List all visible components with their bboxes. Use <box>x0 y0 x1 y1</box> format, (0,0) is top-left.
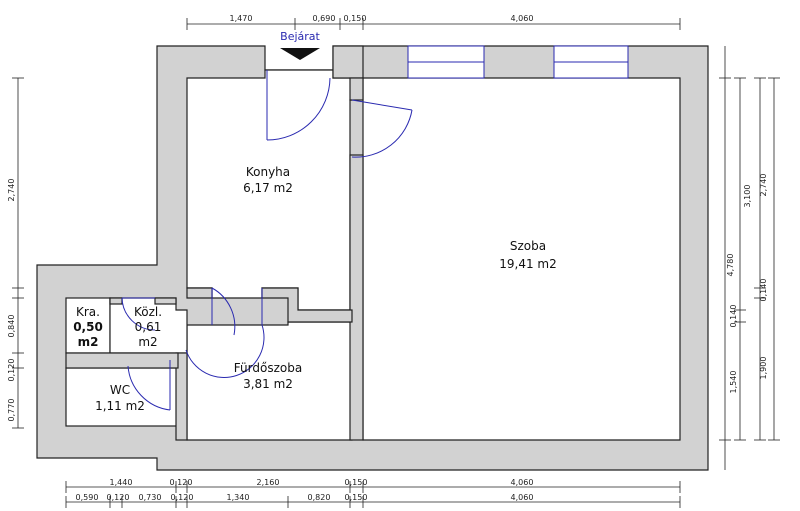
dim-bottom2-3: 0,730 <box>139 493 162 502</box>
kozl-area2: m2 <box>138 335 157 349</box>
furdo-name: Fürdőszoba <box>234 361 302 375</box>
kamra-door[interactable] <box>121 297 156 331</box>
dim-ticks-right-total <box>719 77 731 441</box>
dim-left-4: 0,770 <box>7 399 16 422</box>
wall-segment <box>65 352 179 369</box>
kamra-name: Kra. <box>76 305 100 319</box>
kamra-area2: m2 <box>78 335 99 349</box>
dim-ticks-left <box>12 77 24 429</box>
dim-right-total: 4,780 <box>726 254 735 277</box>
dim-ticks-right-inner <box>734 77 746 441</box>
kozl-name: Közl. <box>134 305 162 319</box>
entrance-door[interactable] <box>266 70 331 141</box>
dim-bottom2-7: 0,150 <box>345 493 368 502</box>
dim-left-2: 0,840 <box>7 315 16 338</box>
dim-bottom1-3: 2,160 <box>257 478 280 487</box>
dim-bottom1-5: 4,060 <box>511 478 534 487</box>
wall-segment <box>186 287 213 299</box>
wall-segment <box>349 77 364 101</box>
wall-segment <box>154 297 177 305</box>
wall-segment <box>349 154 364 441</box>
furdo-area: 3,81 m2 <box>243 377 293 391</box>
dim-right-outer-3: 2,740 <box>759 174 768 197</box>
dim-left-1: 2,740 <box>7 179 16 202</box>
dim-top-1: 1,470 <box>230 14 253 23</box>
dim-bottom2-4: 0,120 <box>171 493 194 502</box>
dim-top-3: 0,150 <box>344 14 367 23</box>
wall-segment <box>175 352 188 441</box>
dim-bottom2-6: 0,820 <box>308 493 331 502</box>
wall-segment <box>109 297 123 305</box>
furdo-door[interactable] <box>211 287 236 336</box>
konyha-area: 6,17 m2 <box>243 181 293 195</box>
dim-bottom1-2: 0,120 <box>170 478 193 487</box>
konyha-name: Konyha <box>246 165 290 179</box>
kozl-area1: 0,61 <box>135 320 162 334</box>
kozl-door[interactable] <box>185 288 265 378</box>
dim-top-4: 4,060 <box>511 14 534 23</box>
wc-area: 1,11 m2 <box>95 399 145 413</box>
dim-right-inner-2: 0,140 <box>729 305 738 328</box>
entrance-arrow-icon <box>280 48 320 60</box>
kamra-room <box>65 297 111 354</box>
dim-bottom2-5: 1,340 <box>227 493 250 502</box>
szoba-name: Szoba <box>510 239 546 253</box>
dim-bottom2-1: 0,590 <box>76 493 99 502</box>
dim-ticks-bottom1 <box>65 481 681 493</box>
wc-name: WC <box>110 383 130 397</box>
szoba-area: 19,41 m2 <box>499 257 557 271</box>
wall-segment <box>261 287 353 323</box>
dim-right-inner-1: 1,540 <box>729 371 738 394</box>
dim-bottom1-4: 0,150 <box>345 478 368 487</box>
entrance-label: Bejárat <box>280 30 320 43</box>
dim-right-inner-3: 3,100 <box>743 185 752 208</box>
dim-ticks-right-outer <box>754 77 780 441</box>
dim-top-2: 0,690 <box>313 14 336 23</box>
dim-right-outer-1: 1,900 <box>759 357 768 380</box>
wc-door[interactable] <box>127 360 171 411</box>
dim-left-3: 0,120 <box>7 359 16 382</box>
dim-ticks-bottom2 <box>65 496 681 508</box>
szoba-door[interactable] <box>351 99 413 158</box>
wall-segment <box>332 45 364 79</box>
dim-bottom2-2: 0,120 <box>107 493 130 502</box>
dim-ticks-top <box>186 18 681 30</box>
dim-right-outer-2: 0,140 <box>759 279 768 302</box>
dim-bottom2-8: 4,060 <box>511 493 534 502</box>
dim-bottom1-1: 1,440 <box>110 478 133 487</box>
kamra-area1: 0,50 <box>73 320 103 334</box>
wc-room <box>65 367 179 427</box>
